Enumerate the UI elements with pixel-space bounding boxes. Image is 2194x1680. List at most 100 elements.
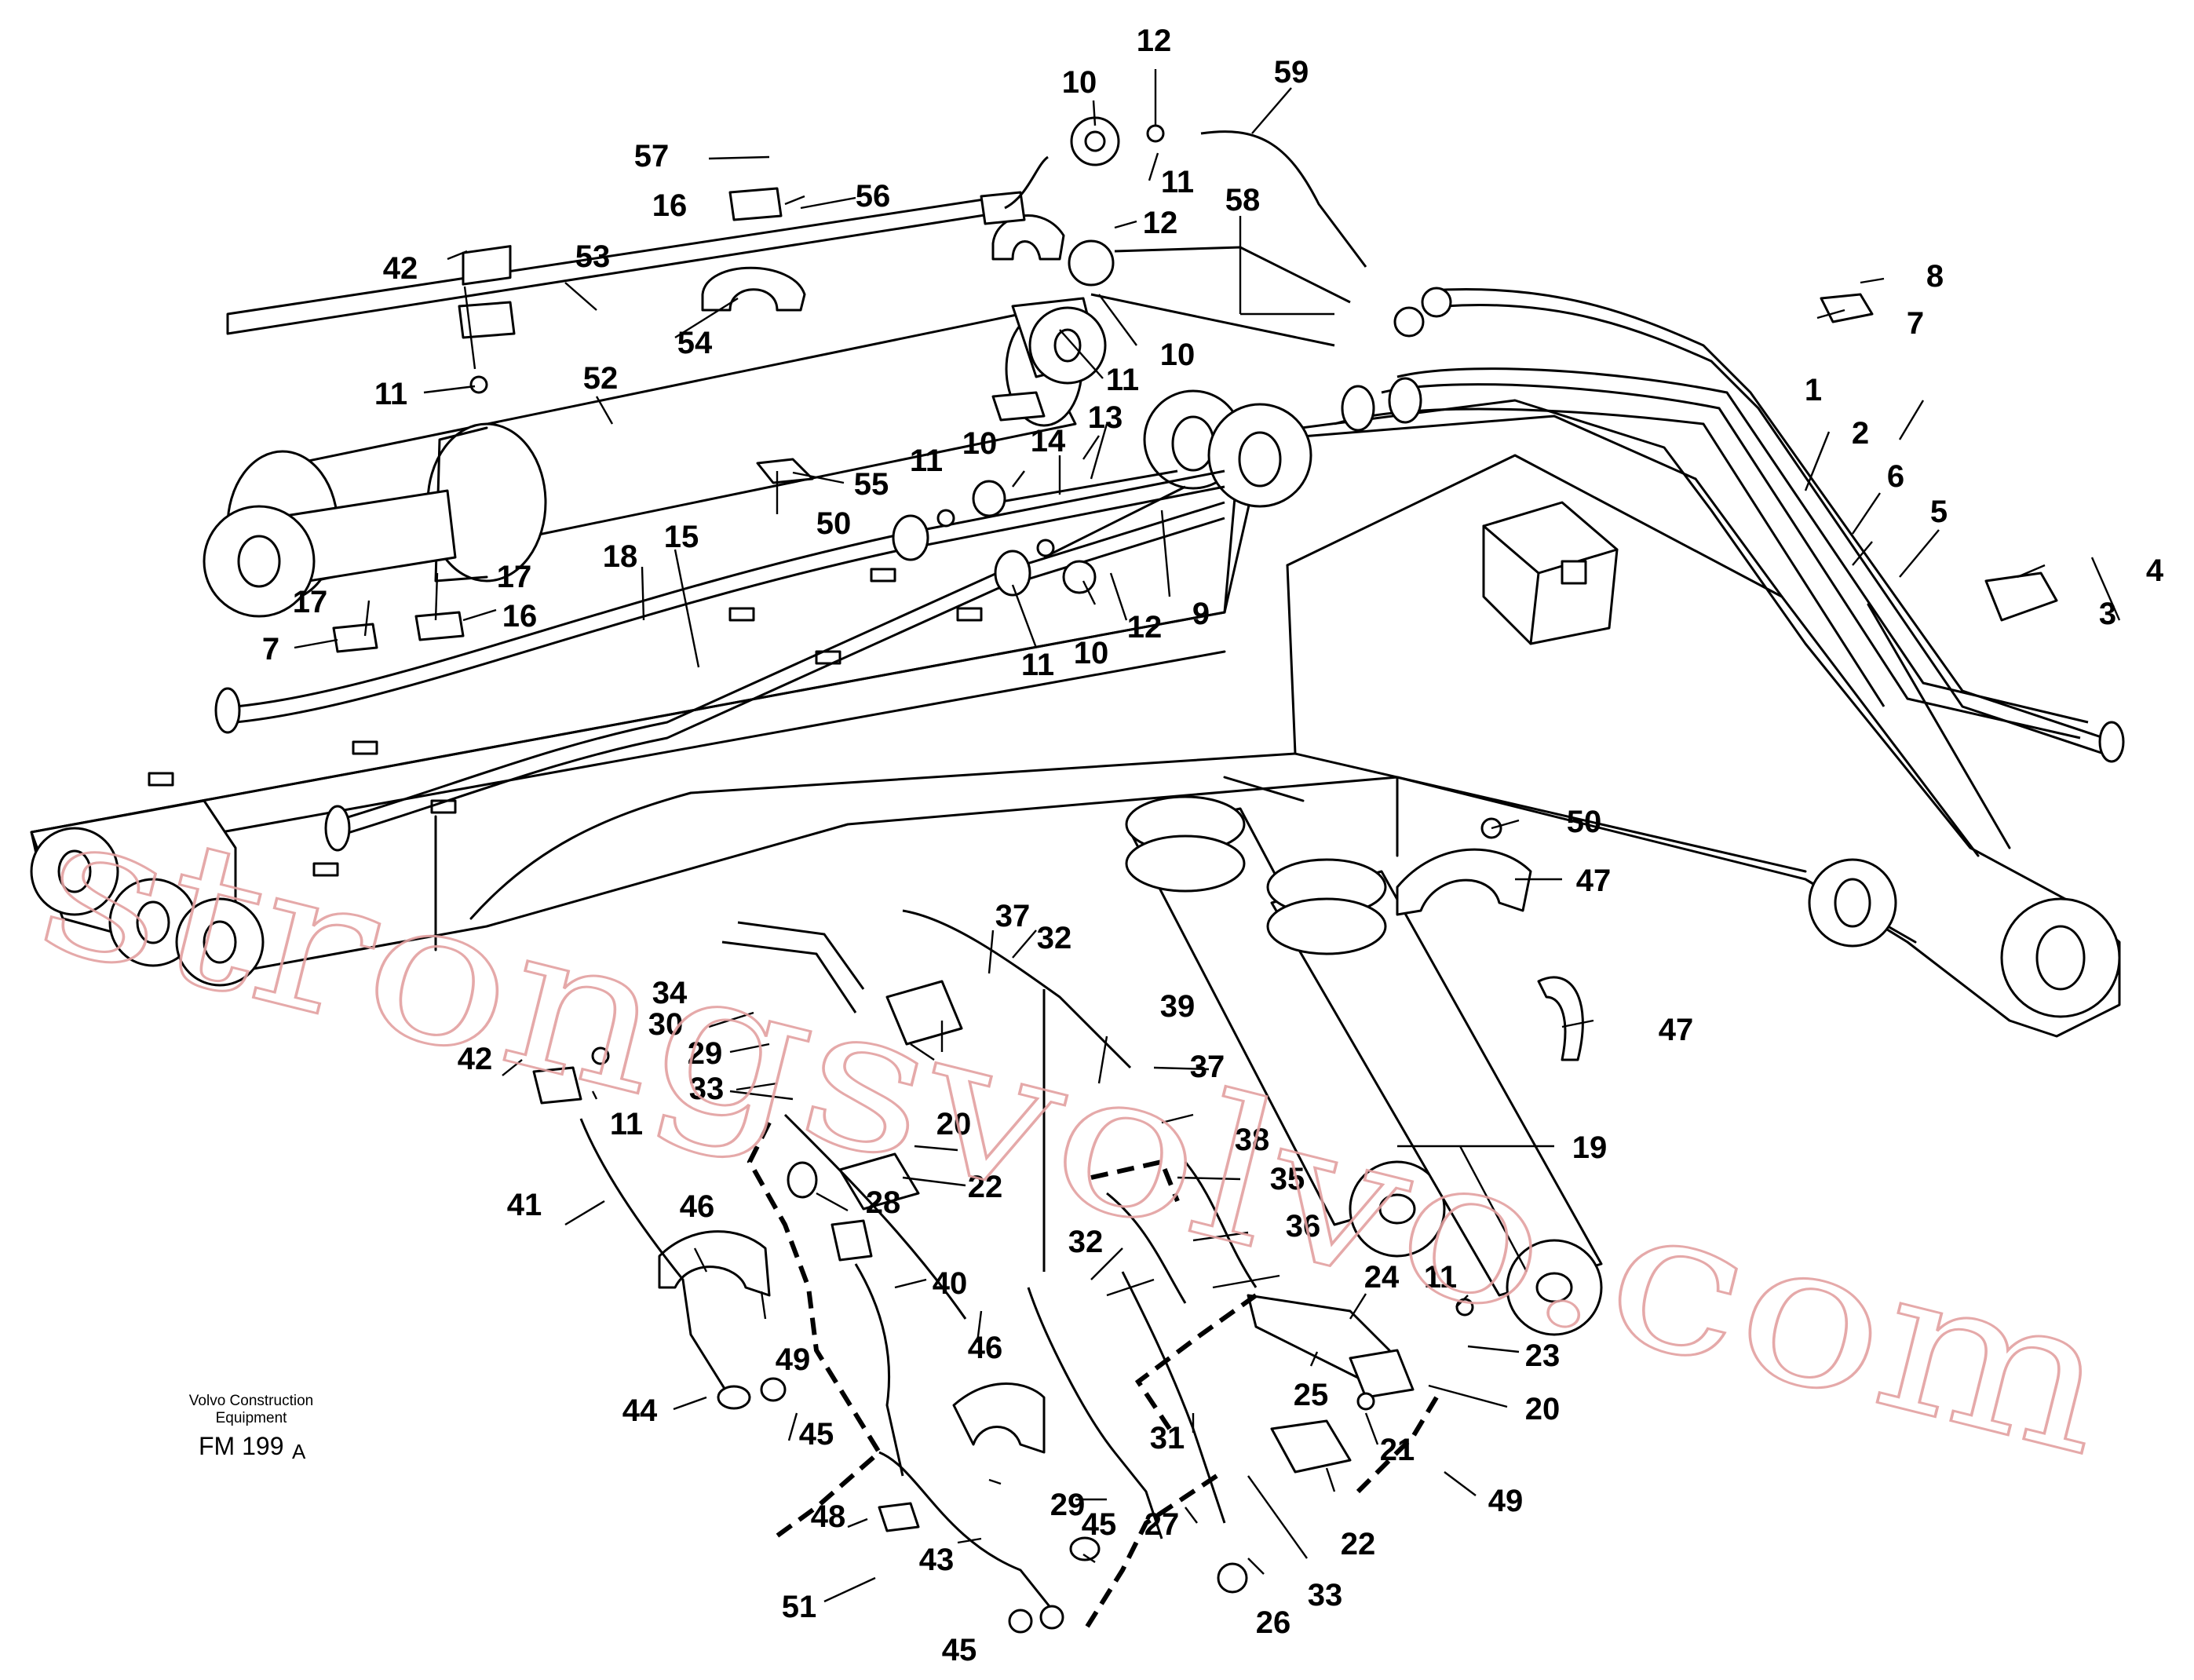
- callout-10c: 10: [962, 426, 998, 461]
- callout-53: 53: [575, 239, 611, 274]
- callout-11c: 11: [910, 444, 943, 478]
- callout-41: 41: [507, 1188, 542, 1222]
- callout-29a: 29: [688, 1036, 723, 1071]
- callout-33b: 33: [1308, 1578, 1343, 1612]
- callout-55: 55: [854, 467, 889, 502]
- callout-24: 24: [1364, 1260, 1400, 1295]
- hoses: [235, 130, 2105, 1634]
- leader-lines: [294, 69, 2121, 1603]
- callout-45b: 45: [1082, 1507, 1117, 1542]
- clamps: [226, 187, 2058, 1532]
- callout-30: 30: [648, 1007, 684, 1042]
- callout-39: 39: [1160, 989, 1196, 1024]
- callout-11f: 11: [610, 1107, 643, 1141]
- callout-23: 23: [1525, 1339, 1561, 1373]
- callout-49a: 49: [776, 1342, 811, 1377]
- callout-48: 48: [811, 1499, 846, 1534]
- callout-37a: 37: [995, 899, 1031, 933]
- callout-28: 28: [866, 1185, 901, 1220]
- callout-46a: 46: [680, 1189, 715, 1224]
- callout-11b: 11: [1106, 363, 1139, 397]
- callout-18: 18: [603, 539, 638, 574]
- callout-14: 14: [1031, 424, 1066, 458]
- boom-cylinders: [1125, 776, 1603, 1336]
- callout-50b: 50: [816, 506, 852, 541]
- figure-suffix: A: [292, 1440, 306, 1463]
- callout-58: 58: [1225, 183, 1261, 217]
- callout-52: 52: [583, 361, 619, 396]
- callout-16b: 16: [502, 599, 538, 634]
- callout-11g: 11: [1424, 1260, 1457, 1295]
- callout-42b: 42: [458, 1042, 493, 1076]
- callout-47b: 47: [1659, 1013, 1694, 1047]
- callout-56: 56: [856, 179, 891, 214]
- callout-15: 15: [664, 520, 699, 554]
- callout-4: 4: [2146, 553, 2164, 588]
- callout-42a: 42: [383, 251, 418, 286]
- callout-10d: 10: [1074, 636, 1109, 670]
- callout-20b: 20: [1525, 1392, 1561, 1426]
- callout-17b: 17: [497, 560, 532, 594]
- callout-22b: 22: [1341, 1527, 1376, 1561]
- callout-labels: 1 2 3 4 5 6 7 7 8 9 10 10 10 10 11 11 11…: [262, 24, 2164, 1667]
- brand-line-2: Equipment: [216, 1410, 288, 1426]
- callout-49b: 49: [1488, 1484, 1524, 1518]
- callout-45a: 45: [799, 1417, 834, 1452]
- callout-19: 19: [1572, 1130, 1608, 1165]
- callout-32b: 32: [1068, 1225, 1104, 1259]
- callout-5: 5: [1930, 495, 1948, 529]
- fittings: [214, 116, 2125, 1634]
- callout-11a: 11: [1161, 165, 1194, 199]
- callout-20a: 20: [936, 1107, 972, 1141]
- callout-40: 40: [933, 1266, 968, 1301]
- callout-31: 31: [1150, 1421, 1185, 1455]
- callout-51: 51: [782, 1590, 817, 1624]
- callout-29b: 29: [1050, 1488, 1086, 1522]
- callout-35: 35: [1270, 1162, 1305, 1196]
- callout-22a: 22: [968, 1170, 1003, 1204]
- callout-38: 38: [1235, 1123, 1270, 1157]
- callout-32a: 32: [1037, 921, 1072, 955]
- callout-27: 27: [1144, 1507, 1180, 1542]
- callout-12c: 12: [1127, 610, 1163, 645]
- callout-12b: 12: [1143, 206, 1178, 240]
- boom: [30, 389, 2121, 1038]
- callout-10a: 10: [1062, 65, 1097, 100]
- callout-43: 43: [919, 1543, 955, 1577]
- callout-47a: 47: [1576, 864, 1612, 898]
- callout-45c: 45: [942, 1633, 977, 1667]
- callout-12a: 12: [1137, 24, 1172, 58]
- callout-11d: 11: [1021, 648, 1054, 682]
- callout-17a: 17: [293, 585, 328, 619]
- callout-9: 9: [1192, 597, 1210, 631]
- callout-44: 44: [622, 1393, 658, 1428]
- callout-2: 2: [1852, 416, 1869, 451]
- callout-50a: 50: [1567, 805, 1602, 839]
- callout-33a: 33: [689, 1072, 725, 1106]
- brand-line-1: Volvo Construction: [189, 1393, 313, 1409]
- callout-54: 54: [677, 326, 713, 360]
- callout-57: 57: [634, 139, 670, 173]
- figure-caption: Volvo Construction Equipment FM 199 A: [189, 1393, 313, 1463]
- arm-cylinder: [203, 297, 1107, 618]
- callout-7b: 7: [262, 632, 279, 667]
- callout-1: 1: [1805, 373, 1822, 407]
- callout-11e: 11: [374, 377, 407, 411]
- callout-10b: 10: [1160, 338, 1196, 372]
- callout-13: 13: [1088, 400, 1123, 435]
- callout-26: 26: [1256, 1605, 1291, 1640]
- callout-34: 34: [652, 976, 688, 1010]
- figure-code: FM 199: [199, 1432, 283, 1460]
- callout-46b: 46: [968, 1331, 1003, 1365]
- callout-21: 21: [1380, 1433, 1415, 1467]
- callout-25: 25: [1294, 1378, 1329, 1412]
- callout-6: 6: [1887, 459, 1904, 494]
- callout-37b: 37: [1190, 1050, 1225, 1084]
- callout-7a: 7: [1907, 306, 1924, 341]
- callout-16a: 16: [652, 188, 688, 223]
- callout-3: 3: [2099, 597, 2116, 631]
- callout-59: 59: [1274, 55, 1309, 89]
- callout-36: 36: [1286, 1209, 1321, 1244]
- callout-8: 8: [1926, 259, 1944, 294]
